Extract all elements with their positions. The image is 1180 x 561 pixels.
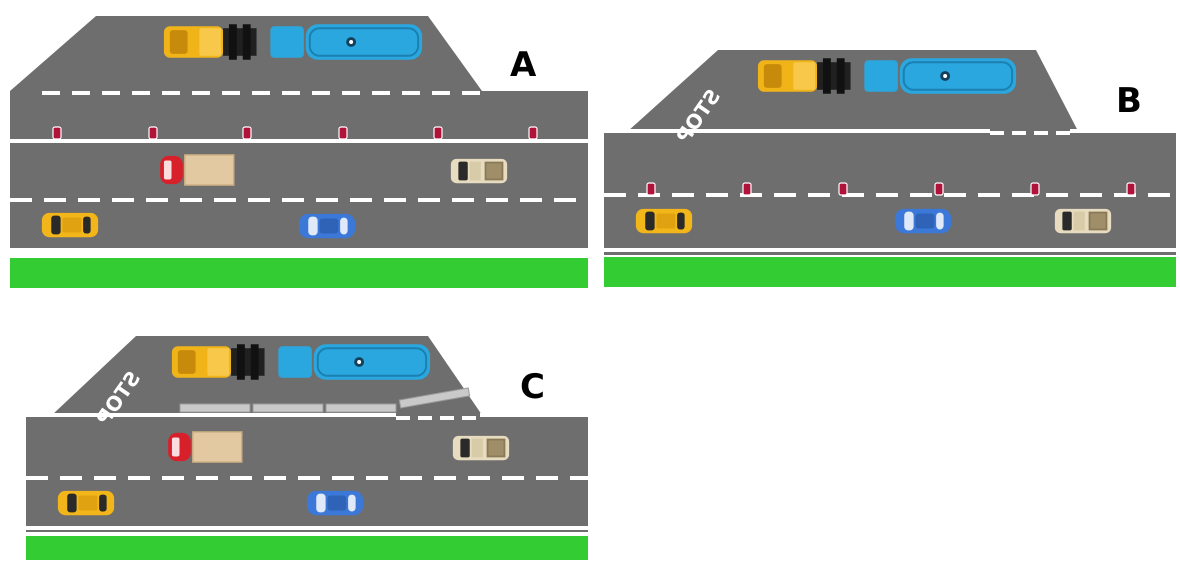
grass-verge [26,536,588,560]
panel-label-c: C [520,367,545,407]
panel-b: STOP B [604,50,1176,287]
grass-verge [604,257,1176,287]
red-box-truck-icon [159,154,235,186]
panel-label-a: A [510,45,537,85]
yellow-taxi-icon [635,208,693,234]
tanker-truck-icon [170,343,432,381]
grass-verge [10,258,588,288]
yellow-taxi-icon [57,490,115,516]
tanker-truck-icon [756,57,1018,95]
beige-pickup-icon [1054,208,1112,234]
road-surface [26,415,588,532]
panel-label-b: B [1116,81,1142,121]
tanker-truck-icon [162,23,424,61]
blue-sedan-icon [298,213,356,239]
blue-sedan-icon [894,208,952,234]
panel-a: A [10,16,588,288]
beige-pickup-icon [452,435,510,461]
concrete-barrier [179,387,471,413]
beige-pickup-icon [450,158,508,184]
red-box-truck-icon [167,431,243,463]
yellow-taxi-icon [41,212,99,238]
blue-sedan-icon [306,490,364,516]
panel-c: STOP C [26,336,588,560]
